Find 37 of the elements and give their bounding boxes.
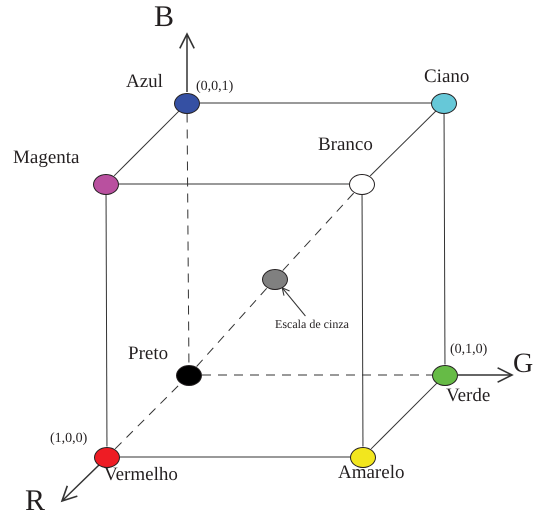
coordinate-label: (1,0,0)	[50, 432, 88, 446]
hidden-edge	[186, 113, 190, 365]
color-vertex	[349, 174, 375, 194]
cube-edge	[362, 194, 364, 447]
coordinate-label: (0,0,1)	[196, 80, 234, 94]
vertex-label: Branco	[318, 135, 373, 154]
vertex-label: Verde	[446, 386, 490, 405]
color-vertex	[93, 174, 119, 194]
hidden-edge	[202, 374, 432, 376]
coordinate-label: (0,1,0)	[450, 343, 488, 357]
vertex-label: Vermelho	[104, 465, 178, 484]
color-vertex	[174, 92, 200, 114]
hidden-edge	[282, 192, 355, 272]
cube-edge	[120, 456, 350, 458]
vertex-label: Amarelo	[338, 463, 404, 482]
cube-edge	[444, 113, 446, 365]
vertex-label: Preto	[128, 344, 168, 363]
annotation-text: Escala de cinza	[264, 316, 360, 332]
cube-edge	[200, 102, 432, 104]
color-vertex	[94, 446, 120, 468]
axis-label: G	[513, 350, 534, 378]
cube-edge	[370, 382, 438, 450]
color-vertex	[176, 364, 202, 386]
color-vertex	[432, 364, 458, 386]
cube-edge	[114, 110, 180, 176]
vertex-label: Magenta	[13, 148, 80, 167]
hidden-edge	[196, 287, 268, 367]
cube-edge	[106, 194, 108, 447]
axis-label: R	[25, 486, 46, 516]
leader-arrow	[282, 287, 306, 316]
color-vertex	[262, 268, 288, 290]
hidden-edge	[114, 382, 182, 450]
color-vertex	[431, 92, 457, 114]
vertex-label: Ciano	[424, 67, 470, 86]
cube-edge	[370, 110, 436, 176]
axis-label: B	[154, 2, 174, 32]
vertex-label: Azul	[126, 72, 163, 91]
